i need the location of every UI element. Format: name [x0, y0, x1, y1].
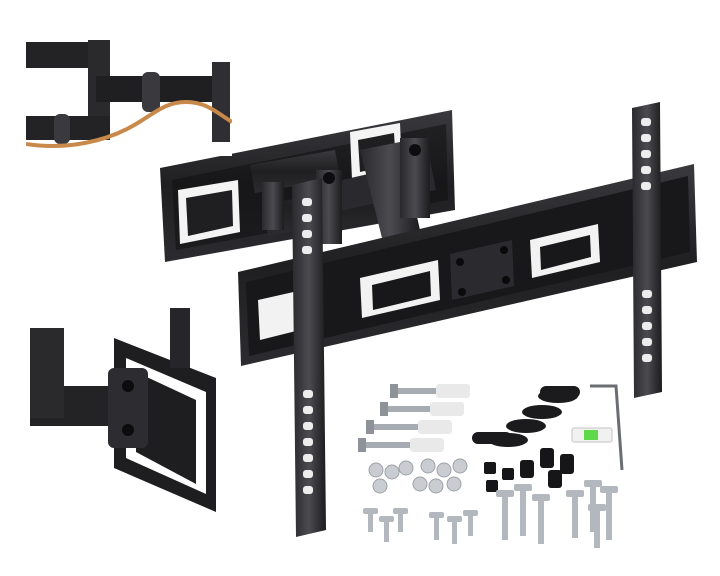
- screws: [363, 508, 478, 544]
- accessories-kit: [358, 384, 624, 548]
- spacers: [472, 386, 580, 447]
- black-nuts: [484, 448, 574, 492]
- right-vertical-bracket: [632, 102, 662, 398]
- cable-management-inset: [26, 32, 232, 156]
- front-rail: [238, 164, 697, 366]
- bubble-level: [571, 427, 613, 443]
- washers: [368, 458, 468, 494]
- anchor-bolts: [358, 384, 470, 452]
- left-vertical-bracket: [292, 178, 326, 537]
- tilt-joint-inset: [30, 308, 216, 512]
- bolts: [496, 480, 618, 548]
- allen-key: [590, 384, 624, 471]
